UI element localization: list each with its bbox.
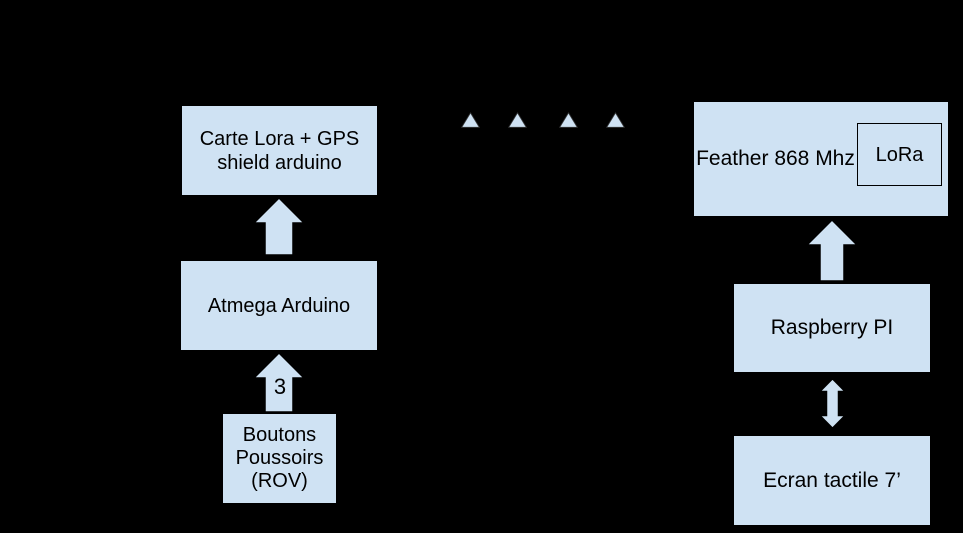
node-ecran-tactile: Ecran tactile 7’: [732, 434, 932, 527]
signal-triangle-icon: [559, 112, 578, 128]
node-feather-868-label: Feather 868 Mhz: [696, 147, 855, 170]
signal-triangle-icon: [606, 112, 625, 128]
node-raspberry-pi: Raspberry PI: [732, 282, 932, 374]
node-raspberry-pi-label: Raspberry PI: [770, 316, 894, 339]
node-boutons-poussoirs: Boutons Poussoirs (ROV): [221, 412, 338, 505]
node-lora-chip: LoRa: [857, 123, 942, 186]
wire-count-label: 3: [273, 374, 287, 399]
arrow-up-raspberry-to-feather-icon: [806, 219, 858, 282]
node-carte-lora-gps: Carte Lora + GPS shield arduino: [180, 104, 379, 197]
node-lora-chip-label: LoRa: [875, 143, 924, 166]
node-atmega-arduino: Atmega Arduino: [179, 259, 379, 352]
node-carte-lora-gps-label: Carte Lora + GPS shield arduino: [199, 127, 360, 174]
node-atmega-arduino-label: Atmega Arduino: [207, 294, 351, 317]
node-feather-868-label-zone: Feather 868 Mhz: [694, 102, 857, 216]
signal-triangle-icon: [508, 112, 527, 128]
arrow-double-raspberry-ecran-icon: [819, 378, 846, 429]
node-feather-868: Feather 868 Mhz LoRa: [692, 100, 950, 218]
arrow-up-atmega-to-carte-icon: [253, 197, 305, 256]
node-ecran-tactile-label: Ecran tactile 7’: [763, 468, 901, 492]
node-boutons-poussoirs-label: Boutons Poussoirs (ROV): [235, 424, 324, 492]
signal-triangle-icon: [461, 112, 480, 128]
